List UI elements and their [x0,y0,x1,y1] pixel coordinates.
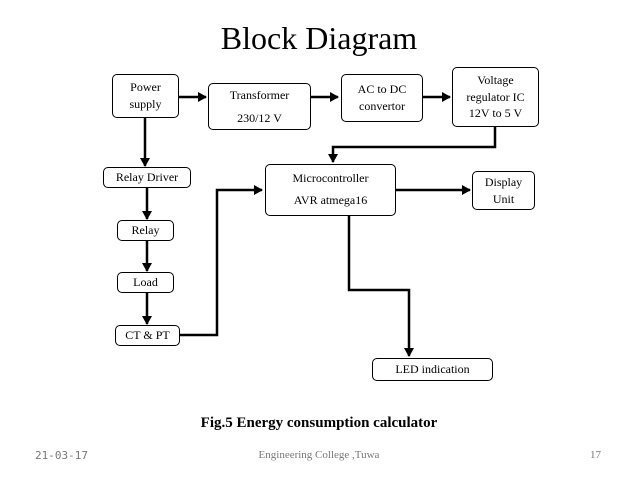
arrow-microcontroller-to-led [347,216,414,357]
footer-date: 21-03-17 [35,449,88,462]
display-unit-block: Display Unit [472,171,535,210]
arrow-ctpt-to-microcontroller [180,185,263,337]
power-supply-block: Power supply [112,74,179,118]
relay-block: Relay [117,220,174,241]
microcontroller-block: Microcontroller AVR atmega16 [265,164,396,216]
load-block: Load [117,272,174,293]
voltage-regulator-block: Voltage regulator IC 12V to 5 V [452,67,539,127]
led-indication-block: LED indication [372,358,493,381]
arrow-regulator-to-microcontroller [328,127,497,163]
ct-pt-block: CT & PT [115,325,180,346]
figure-caption: Fig.5 Energy consumption calculator [200,415,438,431]
footer-page-number: 17 [590,449,601,461]
footer-college: Engineering College ,Tuwa [258,449,380,461]
relay-driver-block: Relay Driver [103,167,191,188]
transformer-block: Transformer 230/12 V [208,83,311,130]
diagram-title: Block Diagram [220,20,418,56]
ac-dc-convertor-block: AC to DC convertor [341,74,423,122]
